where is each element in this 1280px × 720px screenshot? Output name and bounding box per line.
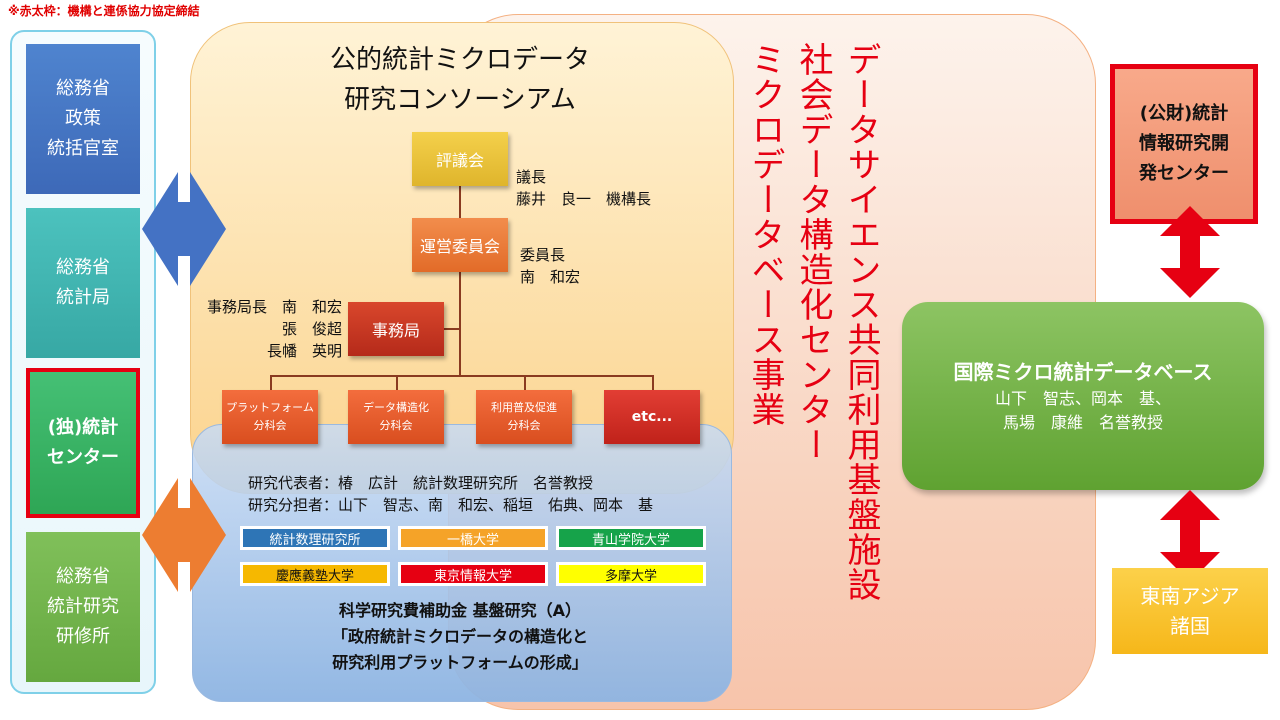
center-name-vertical: 社会データ構造化センター xyxy=(793,42,833,462)
grant-title: 科学研究費補助金 基盤研究（A） 「政府統計ミクロデータの構造化と 研究利用プラ… xyxy=(331,601,588,672)
double-arrow-red-icon xyxy=(1160,490,1220,582)
subcommittee-promotion: 利用普及促進 分科会 xyxy=(476,390,572,444)
connector xyxy=(524,375,526,390)
box-training-institute: 総務省 統計研究 研修所 xyxy=(26,532,140,682)
db-members-1: 山下 智志、岡本 基、 xyxy=(994,389,1171,408)
steering-committee-box: 運営委員会 xyxy=(412,218,508,272)
double-arrow-orange-icon xyxy=(142,478,226,592)
connector xyxy=(459,272,461,376)
facility-name-vertical: データサイエンス共同利用基盤施設 xyxy=(841,42,881,602)
connector xyxy=(459,186,461,218)
box-mic-policy: 総務省 政策 統括官室 xyxy=(26,44,140,194)
council-chair: 議長 藤井 良一 機構長 xyxy=(516,168,652,208)
subcommittee-etc: etc... xyxy=(604,390,700,444)
consortium-title: 公的統計ミクロデータ 研究コンソーシアム xyxy=(329,45,590,115)
committee-chair: 委員長 南 和宏 xyxy=(520,246,581,286)
subcommittee-structuring: データ構造化 分科会 xyxy=(348,390,444,444)
db-title: 国際ミクロ統計データベース xyxy=(953,360,1213,384)
secretariat-members: 事務局長 南 和宏 張 俊超 長幡 英明 xyxy=(206,298,342,360)
institution-badge: 多摩大学 xyxy=(556,562,706,586)
connector xyxy=(270,375,272,390)
institution-badge: 統計数理研究所 xyxy=(240,526,390,550)
secretariat-box: 事務局 xyxy=(348,302,444,356)
subcommittee-platform: プラットフォーム 分科会 xyxy=(222,390,318,444)
research-leader: 研究代表者：椿 広計 統計数理研究所 名誉教授 xyxy=(248,474,594,492)
connector xyxy=(270,375,652,377)
institution-badge: 慶應義塾大学 xyxy=(240,562,390,586)
intl-microdata-db-box: 国際ミクロ統計データベース 山下 智志、岡本 基、 馬場 康維 名誉教授 xyxy=(902,302,1264,490)
research-members: 研究分担者：山下 智志、南 和宏、稲垣 佑典、岡本 基 xyxy=(248,496,654,514)
institution-badge: 東京情報大学 xyxy=(398,562,548,586)
legend-note: ※赤太枠：機構と連係協力協定締結 xyxy=(8,4,200,18)
box-stat-bureau: 総務省 統計局 xyxy=(26,208,140,358)
sinfonica-box: (公財)統計 情報研究開 発センター xyxy=(1110,64,1258,224)
db-members-2: 馬場 康維 名誉教授 xyxy=(1002,413,1163,432)
connector xyxy=(444,328,460,330)
southeast-asia-box: 東南アジア 諸国 xyxy=(1112,568,1268,654)
connector xyxy=(396,375,398,390)
project-name-vertical: ミクロデータベース事業 xyxy=(745,42,785,427)
box-nstac: (独)統計 センター xyxy=(26,368,140,518)
council-box: 評議会 xyxy=(412,132,508,186)
double-arrow-red-icon xyxy=(1160,206,1220,298)
connector xyxy=(652,375,654,390)
institution-badge: 青山学院大学 xyxy=(556,526,706,550)
institution-badge: 一橋大学 xyxy=(398,526,548,550)
double-arrow-blue-icon xyxy=(142,172,226,286)
